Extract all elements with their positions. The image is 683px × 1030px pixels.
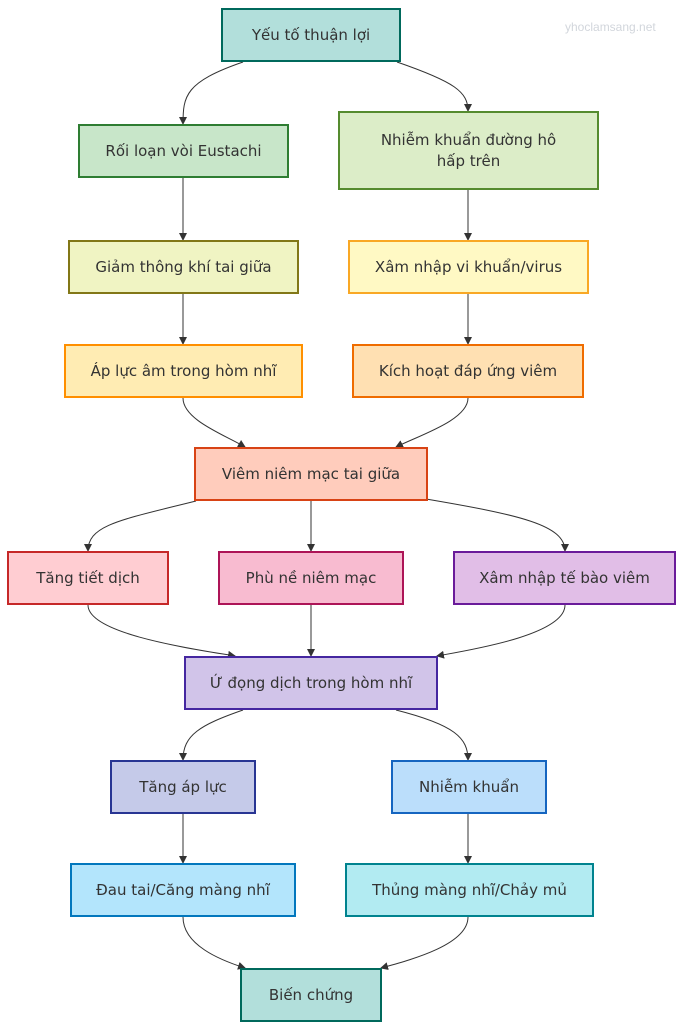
node-label: Xâm nhập tế bào viêm	[479, 568, 650, 587]
edge-n16-n17	[380, 916, 469, 970]
node-label: Xâm nhập vi khuẩn/virus	[374, 257, 563, 276]
edge-n11-n12	[436, 604, 566, 659]
node-n10: Phù nề niêm mạc	[218, 551, 404, 605]
node-n16: Thủng màng nhĩ/Chảy mủ	[345, 863, 594, 917]
node-n3: Nhiễm khuẩn đường hô hấp trên	[338, 111, 599, 190]
node-n14: Nhiễm khuẩn	[391, 760, 547, 814]
node-n6: Áp lực âm trong hòm nhĩ	[64, 344, 303, 398]
node-label: Tăng tiết dịch	[36, 568, 140, 587]
edge-n7-n8	[395, 397, 469, 448]
watermark-text: yhoclamsang.net	[565, 20, 656, 34]
node-n12: Ứ đọng dịch trong hòm nhĩ	[184, 656, 438, 710]
edge-n1-n3	[396, 61, 472, 112]
edge-n8-n9	[84, 500, 197, 552]
edge-n6-n8	[182, 397, 246, 448]
edge-n15-n17	[182, 916, 246, 970]
node-n15: Đau tai/Căng màng nhĩ	[70, 863, 296, 917]
node-n8: Viêm niêm mạc tai giữa	[194, 447, 428, 501]
node-label: Nhiễm khuẩn	[419, 777, 519, 796]
edge-n12-n13	[179, 709, 244, 761]
node-label: Tăng áp lực	[139, 777, 227, 796]
node-label: Yếu tố thuận lợi	[251, 25, 371, 44]
edge-n8-n11	[425, 498, 569, 552]
node-label: Ứ đọng dịch trong hòm nhĩ	[209, 673, 413, 692]
node-label: Rối loạn vòi Eustachi	[105, 141, 262, 160]
node-n4: Giảm thông khí tai giữa	[68, 240, 299, 294]
node-n13: Tăng áp lực	[110, 760, 256, 814]
node-n7: Kích hoạt đáp ứng viêm	[352, 344, 584, 398]
node-n17: Biến chứng	[240, 968, 382, 1022]
node-n11: Xâm nhập tế bào viêm	[453, 551, 676, 605]
node-label: Đau tai/Căng màng nhĩ	[96, 880, 270, 899]
node-n9: Tăng tiết dịch	[7, 551, 169, 605]
node-label: Áp lực âm trong hòm nhĩ	[90, 361, 277, 380]
edge-n1-n2	[179, 61, 244, 125]
node-n2: Rối loạn vòi Eustachi	[78, 124, 289, 178]
node-n1: Yếu tố thuận lợi	[221, 8, 401, 62]
node-label: Nhiễm khuẩn đường hô hấp trên	[380, 130, 557, 170]
node-label: Giảm thông khí tai giữa	[95, 257, 272, 276]
edge-n12-n14	[395, 709, 472, 761]
node-label: Kích hoạt đáp ứng viêm	[378, 361, 558, 380]
node-n5: Xâm nhập vi khuẩn/virus	[348, 240, 589, 294]
edge-n9-n12	[87, 604, 236, 659]
node-label: Phù nề niêm mạc	[245, 568, 377, 587]
node-label: Thủng màng nhĩ/Chảy mủ	[372, 880, 567, 899]
node-label: Biến chứng	[268, 985, 354, 1004]
node-label: Viêm niêm mạc tai giữa	[221, 464, 401, 483]
